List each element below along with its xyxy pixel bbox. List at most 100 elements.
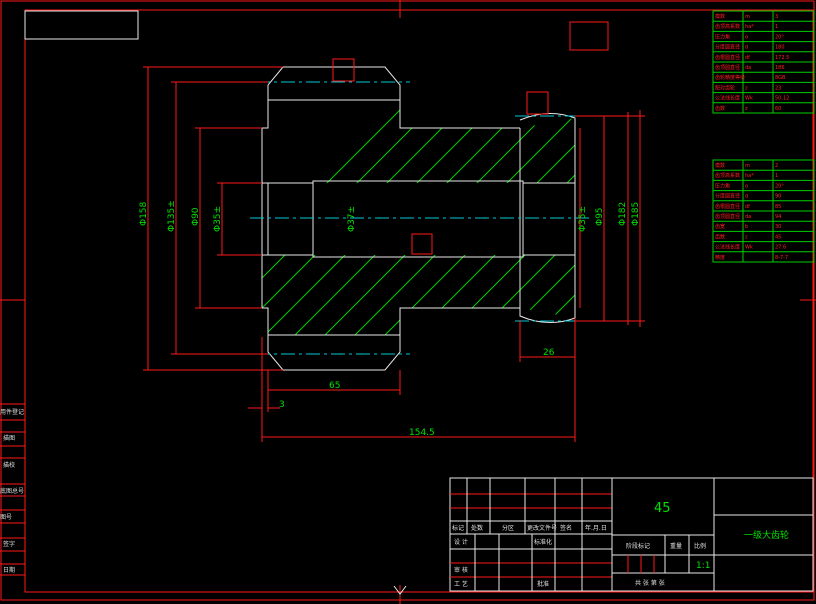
side-label: 描图 [3, 434, 15, 442]
table-cell: 齿顶高系数 [715, 23, 740, 30]
side-label: 签字 [3, 540, 15, 548]
table-cell: 模数 [715, 162, 725, 169]
tb-stage-mark: 阶段标记 [626, 542, 650, 550]
dim-d35-left: Φ35± [213, 206, 223, 232]
table-cell: 压力角 [715, 33, 730, 40]
side-label: 日期 [3, 566, 15, 574]
table-cell: 齿顶圆直径 [715, 64, 740, 71]
dim-d158: Φ158 [139, 201, 149, 226]
hatch-line [262, 100, 441, 183]
dim-d182: Φ182 [618, 202, 628, 226]
tb-review: 审 核 [454, 566, 468, 574]
tb-zone: 分区 [502, 524, 514, 532]
table-cell: 27.6 [775, 245, 786, 251]
table-cell: 1 [775, 173, 778, 179]
tb-standard: 标准化 [534, 538, 552, 546]
table-cell: z [745, 234, 748, 240]
table-cell: m [745, 163, 750, 169]
dim-26: 26 [543, 348, 555, 358]
hatch-line [690, 100, 816, 360]
hatch-line [269, 255, 531, 335]
table-cell: 齿数 [715, 233, 725, 240]
table-cell: 45 [775, 234, 781, 240]
dim-3: 3 [279, 400, 285, 410]
title-block: 标记 处数 分区 更改文件号 签名 年.月.日 设 计 标准化 审 核 工 艺 … [449, 477, 814, 592]
side-label: 图号 [0, 514, 12, 521]
hatch-line [299, 100, 561, 183]
side-label: 底图总号 [0, 487, 24, 495]
table-cell: 压力角 [715, 182, 730, 189]
table-cell: 公法线长度 [715, 244, 740, 251]
tb-material: 45 [654, 501, 671, 516]
hatch-line [660, 100, 816, 360]
table-cell: df [745, 55, 750, 61]
table-cell: d [745, 45, 748, 51]
side-label: 描校 [3, 461, 15, 469]
hatch-line [690, 100, 816, 360]
table-cell: 180 [775, 45, 785, 51]
table-cell: z [745, 106, 748, 112]
dim-65: 65 [329, 381, 340, 391]
dim-d37: Φ37± [347, 206, 357, 232]
table-cell: α [745, 34, 749, 40]
tb-approve: 批准 [537, 580, 549, 588]
table-cell: 50.12 [775, 96, 789, 102]
table-cell: 8-7-7 [775, 255, 788, 261]
table-cell: 186 [775, 65, 785, 71]
table-cell: 30 [775, 224, 781, 230]
table-cell: α [745, 183, 749, 189]
table-cell: df [745, 204, 750, 210]
tb-weight: 重量 [670, 542, 682, 550]
tb-count: 处数 [471, 524, 483, 532]
table-cell: 齿根圆直径 [715, 203, 740, 210]
table-cell: 齿顶圆直径 [715, 213, 740, 220]
table-cell: 齿轮精度等级 [715, 74, 745, 81]
hatch-line [269, 100, 531, 183]
table-cell: da [745, 214, 751, 220]
table-cell: Wk [745, 245, 753, 251]
table-cell: ha* [745, 24, 754, 30]
table-cell: d [745, 194, 748, 200]
tb-process: 工 艺 [454, 580, 468, 588]
side-label: 用件登记 [0, 408, 24, 416]
tb-scale-value: 1:1 [696, 561, 710, 571]
tb-drawing-title: 一级大齿轮 [744, 529, 789, 541]
table-cell: 2 [775, 163, 778, 169]
side-label-column: 用件登记 描图 描校 底图总号 图号 签字 日期 [0, 403, 25, 576]
table-cell: Wk [745, 96, 753, 102]
hatch-line [660, 100, 816, 360]
table-cell: 60 [775, 106, 781, 112]
gear-section-outline [250, 58, 592, 371]
table-cell: 85 [775, 204, 781, 210]
table-cell: 3 [775, 14, 778, 20]
table-cell: 配对齿轮 [715, 84, 735, 91]
table-cell: 8GB [775, 75, 786, 81]
table-cell: 模数 [715, 13, 725, 20]
table-cell: 94 [775, 214, 781, 220]
hatch-line [262, 255, 501, 335]
table-cell: 齿数 [715, 105, 725, 112]
table-cell: 20° [775, 34, 784, 40]
table-cell: 23 [775, 85, 781, 91]
table-cell: b [745, 224, 748, 230]
dim-d35-right: Φ35± [578, 206, 588, 232]
hatch-line [329, 100, 575, 183]
tb-change-doc: 更改文件号 [527, 524, 557, 532]
table-cell: 20° [775, 183, 784, 189]
dim-d95: Φ95 [595, 207, 605, 226]
table-cell: 齿顶高系数 [715, 172, 740, 179]
dim-154-5: 154.5 [409, 428, 435, 438]
table-cell: 分度圆直径 [715, 44, 740, 51]
table-cell: 1 [775, 24, 778, 30]
table-cell: 齿宽 [715, 223, 725, 230]
tb-scale-label: 比例 [694, 542, 706, 550]
table-cell: da [745, 65, 751, 71]
table-cell: 公法线长度 [715, 95, 740, 102]
table-cell: 分度圆直径 [715, 193, 740, 200]
hatch-line [329, 255, 575, 335]
table-cell: m [745, 14, 750, 20]
hatch-line [262, 100, 411, 183]
